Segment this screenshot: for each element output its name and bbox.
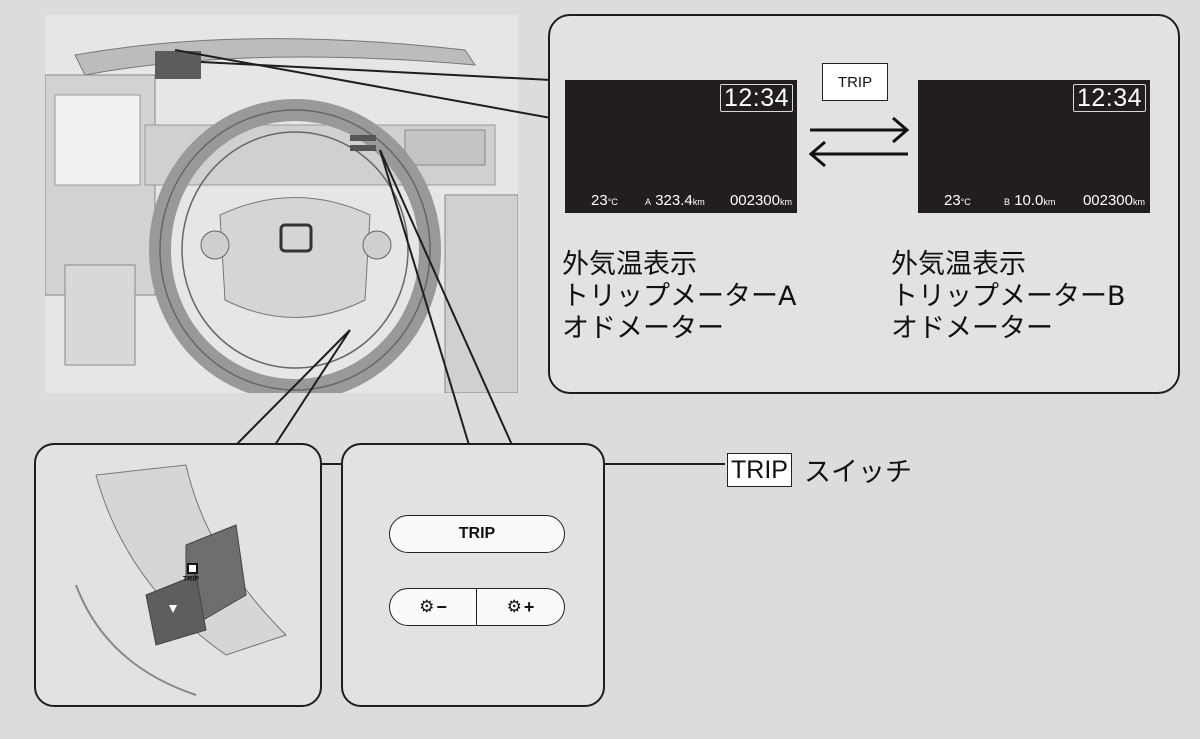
steering-switch-closeup: TRIP — [34, 443, 322, 707]
dashboard-photo — [45, 15, 518, 393]
trip-switch-label: TRIP スイッチ — [727, 450, 912, 489]
swap-arrows-icon — [808, 116, 910, 168]
dimmer-icon: ⚙ — [506, 597, 522, 616]
description-a: 外気温表示 トリップメーターA オドメーター — [562, 249, 797, 344]
trip-a: A 323.4km — [645, 192, 705, 209]
display-screen-b: 12:34 23°C B 10.0km 002300km — [918, 80, 1150, 213]
brightness-down-button[interactable]: ⚙− — [389, 588, 477, 626]
clock-b: 12:34 — [1072, 84, 1146, 112]
hud-display-area — [155, 51, 201, 79]
trip-mini-label: TRIP — [183, 576, 199, 583]
clock-a: 12:34 — [719, 84, 793, 112]
trip-toggle-label: TRIP — [822, 63, 888, 101]
odo-a: 002300km — [729, 192, 792, 209]
switch-panel-closeup: TRIP ⚙− ⚙+ — [341, 443, 605, 707]
display-callout: 12:34 23°C A 323.4km 002300km TRIP 12:34… — [548, 14, 1180, 394]
switch-text: スイッチ — [803, 457, 912, 488]
dashboard-illustration — [45, 15, 518, 393]
steering-spoke-illustration — [75, 464, 287, 696]
odo-b: 002300km — [1082, 192, 1145, 209]
trip-key-box: TRIP — [727, 452, 792, 487]
trip-button[interactable]: TRIP — [389, 515, 565, 553]
temp-b: 23°C — [944, 192, 971, 209]
dimmer-icon: ⚙ — [419, 597, 435, 616]
brightness-up-button[interactable]: ⚙+ — [477, 588, 565, 626]
trip-b: B 10.0km — [1004, 192, 1056, 209]
temp-a: 23°C — [591, 192, 618, 209]
description-b: 外気温表示 トリップメーターB オドメーター — [891, 249, 1126, 344]
display-screen-a: 12:34 23°C A 323.4km 002300km — [565, 80, 797, 213]
